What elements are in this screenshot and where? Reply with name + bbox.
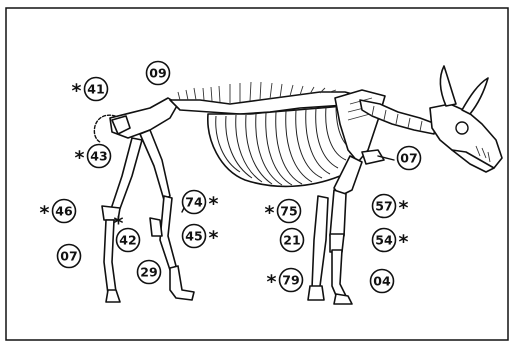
hoof-far	[106, 290, 120, 302]
specimen-label-79: 79 *	[267, 269, 303, 294]
specimen-label-74: 74 *	[183, 191, 219, 216]
label-number: 04	[373, 274, 391, 289]
label-number: 09	[149, 66, 166, 81]
metacarpal	[332, 250, 346, 300]
label-number: 42	[119, 233, 136, 248]
specimen-label-07b: 07	[398, 147, 421, 170]
label-number: 54	[375, 233, 393, 248]
specimen-label-46: 46 *	[40, 200, 76, 225]
specimen-label-21: 21	[281, 229, 304, 252]
specimen-label-57: 57 *	[373, 195, 409, 220]
right-horn	[462, 78, 488, 114]
radius	[330, 190, 346, 240]
femur-far	[110, 138, 142, 214]
specimen-label-41: 41 *	[72, 78, 108, 103]
label-number: 07	[60, 249, 77, 264]
hock	[150, 218, 162, 236]
specimen-label-09: 09	[147, 62, 170, 85]
skull	[430, 66, 502, 172]
label-number: 43	[90, 149, 107, 164]
label-number: 46	[55, 204, 73, 219]
hoof-far-fore	[308, 286, 324, 300]
fore-hoof	[334, 294, 352, 304]
radius-far	[312, 196, 328, 288]
specimen-label-54: 54 *	[373, 229, 409, 254]
label-number: 07	[400, 151, 417, 166]
asterisk-marker: *	[72, 80, 82, 102]
specimen-label-75: 75 *	[265, 200, 301, 225]
label-number: 57	[375, 199, 392, 214]
specimen-label-43: 43 *	[75, 145, 111, 170]
label-number: 29	[140, 265, 157, 280]
label-number: 21	[283, 233, 300, 248]
asterisk-marker: *	[209, 193, 219, 215]
specimen-label-04: 04	[371, 270, 394, 293]
specimen-label-42: 42*	[114, 213, 140, 252]
specimen-label-07a: 07	[58, 245, 81, 268]
hind-hoof	[170, 266, 194, 300]
label-number: 79	[282, 273, 299, 288]
specimen-label-29: 29	[138, 261, 161, 284]
asterisk-marker: *	[267, 271, 277, 293]
asterisk-marker: *	[209, 227, 219, 249]
label-number: 41	[87, 82, 104, 97]
asterisk-marker: *	[399, 197, 409, 219]
asterisk-marker: *	[114, 213, 124, 235]
label-number: 45	[185, 229, 202, 244]
femur	[140, 130, 170, 200]
asterisk-marker: *	[399, 231, 409, 253]
label-number: 75	[280, 204, 297, 219]
specimen-label-45: 45 *	[183, 225, 219, 250]
left-horn	[440, 66, 456, 106]
asterisk-marker: *	[75, 147, 85, 169]
asterisk-marker: *	[265, 202, 275, 224]
orbit	[456, 122, 468, 134]
label-number: 74	[185, 195, 203, 210]
asterisk-marker: *	[40, 202, 50, 224]
